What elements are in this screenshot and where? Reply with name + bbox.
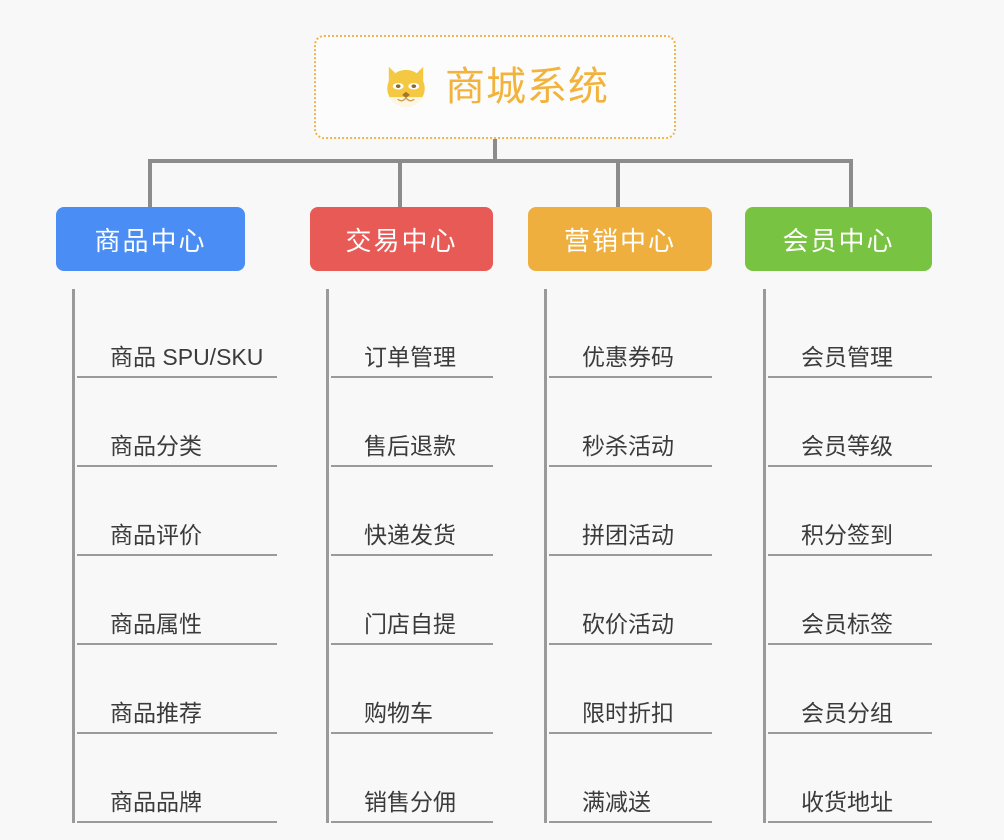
list-item[interactable]: 商品评价 (77, 467, 278, 556)
connector-drop-member (849, 161, 853, 209)
list-item[interactable]: 会员标签 (768, 556, 932, 645)
list-item[interactable]: 商品品牌 (77, 734, 278, 823)
category-items-member: 会员管理 会员等级 积分签到 会员标签 会员分组 收货地址 (763, 289, 932, 823)
list-item[interactable]: 商品属性 (77, 556, 278, 645)
category-column-member: 会员中心 会员管理 会员等级 积分签到 会员标签 会员分组 收货地址 (745, 207, 932, 823)
list-item[interactable]: 购物车 (331, 645, 493, 734)
list-item-label: 积分签到 (801, 521, 893, 548)
category-header-marketing[interactable]: 营销中心 (528, 207, 712, 271)
list-item[interactable]: 售后退款 (331, 378, 493, 467)
category-items-trade: 订单管理 售后退款 快递发货 门店自提 购物车 销售分佣 (326, 289, 493, 823)
list-item[interactable]: 商品分类 (77, 378, 278, 467)
list-item-label: 商品推荐 (110, 699, 202, 726)
list-item-label: 砍价活动 (582, 610, 674, 637)
list-item[interactable]: 满减送 (549, 734, 712, 823)
list-item-label: 商品品牌 (110, 788, 202, 815)
list-item-label: 秒杀活动 (582, 432, 674, 459)
connector-drop-marketing (616, 161, 620, 209)
list-item-label: 商品 SPU/SKU (110, 343, 264, 370)
connector-drop-trade (398, 161, 402, 209)
list-item[interactable]: 会员管理 (768, 289, 932, 378)
root-title: 商城系统 (445, 65, 609, 109)
category-column-product: 商品中心 商品 SPU/SKU 商品分类 商品评价 商品属性 商品推荐 商品品牌 (56, 207, 278, 823)
list-item-label: 拼团活动 (582, 521, 674, 548)
root-node-content: 商城系统 (381, 62, 609, 112)
list-item[interactable]: 销售分佣 (331, 734, 493, 823)
list-item-label: 门店自提 (364, 610, 456, 637)
connector-root-stem (493, 139, 497, 161)
list-item[interactable]: 秒杀活动 (549, 378, 712, 467)
list-item-label: 优惠券码 (582, 343, 674, 370)
category-header-product[interactable]: 商品中心 (56, 207, 245, 271)
list-item[interactable]: 限时折扣 (549, 645, 712, 734)
list-item[interactable]: 订单管理 (331, 289, 493, 378)
list-item[interactable]: 商品 SPU/SKU (77, 289, 278, 378)
list-item-label: 售后退款 (364, 432, 456, 459)
list-item-label: 商品属性 (110, 610, 202, 637)
list-item[interactable]: 快递发货 (331, 467, 493, 556)
connector-drop-product (148, 161, 152, 209)
list-item-label: 收货地址 (801, 788, 893, 815)
list-item-label: 会员管理 (801, 343, 893, 370)
category-header-label: 商品中心 (94, 225, 207, 256)
list-item[interactable]: 收货地址 (768, 734, 932, 823)
list-item[interactable]: 会员分组 (768, 645, 932, 734)
list-item[interactable]: 优惠券码 (549, 289, 712, 378)
list-item-label: 商品分类 (110, 432, 202, 459)
list-item-label: 订单管理 (364, 343, 456, 370)
category-header-label: 会员中心 (782, 225, 895, 256)
root-node[interactable]: 商城系统 (314, 35, 676, 139)
list-item[interactable]: 会员等级 (768, 378, 932, 467)
category-header-label: 营销中心 (563, 225, 676, 256)
shiba-dog-face-icon (387, 66, 425, 108)
list-item[interactable]: 商品推荐 (77, 645, 278, 734)
list-item-label: 购物车 (364, 699, 433, 726)
category-header-member[interactable]: 会员中心 (745, 207, 932, 271)
list-item-label: 满减送 (582, 788, 651, 815)
list-item-label: 商品评价 (110, 521, 202, 548)
category-header-label: 交易中心 (345, 225, 458, 256)
list-item-label: 会员分组 (801, 699, 893, 726)
list-item-label: 销售分佣 (364, 788, 456, 815)
list-item-label: 限时折扣 (582, 699, 674, 726)
list-item[interactable]: 砍价活动 (549, 556, 712, 645)
list-item[interactable]: 积分签到 (768, 467, 932, 556)
category-items-marketing: 优惠券码 秒杀活动 拼团活动 砍价活动 限时折扣 满减送 (544, 289, 712, 823)
list-item-label: 会员标签 (801, 610, 893, 637)
list-item[interactable]: 门店自提 (331, 556, 493, 645)
category-column-trade: 交易中心 订单管理 售后退款 快递发货 门店自提 购物车 销售分佣 (310, 207, 493, 823)
category-items-product: 商品 SPU/SKU 商品分类 商品评价 商品属性 商品推荐 商品品牌 (72, 289, 278, 823)
list-item-label: 会员等级 (801, 432, 893, 459)
connector-trunk (148, 159, 853, 163)
category-column-marketing: 营销中心 优惠券码 秒杀活动 拼团活动 砍价活动 限时折扣 满减送 (528, 207, 712, 823)
category-header-trade[interactable]: 交易中心 (310, 207, 493, 271)
list-item[interactable]: 拼团活动 (549, 467, 712, 556)
list-item-label: 快递发货 (364, 521, 456, 548)
